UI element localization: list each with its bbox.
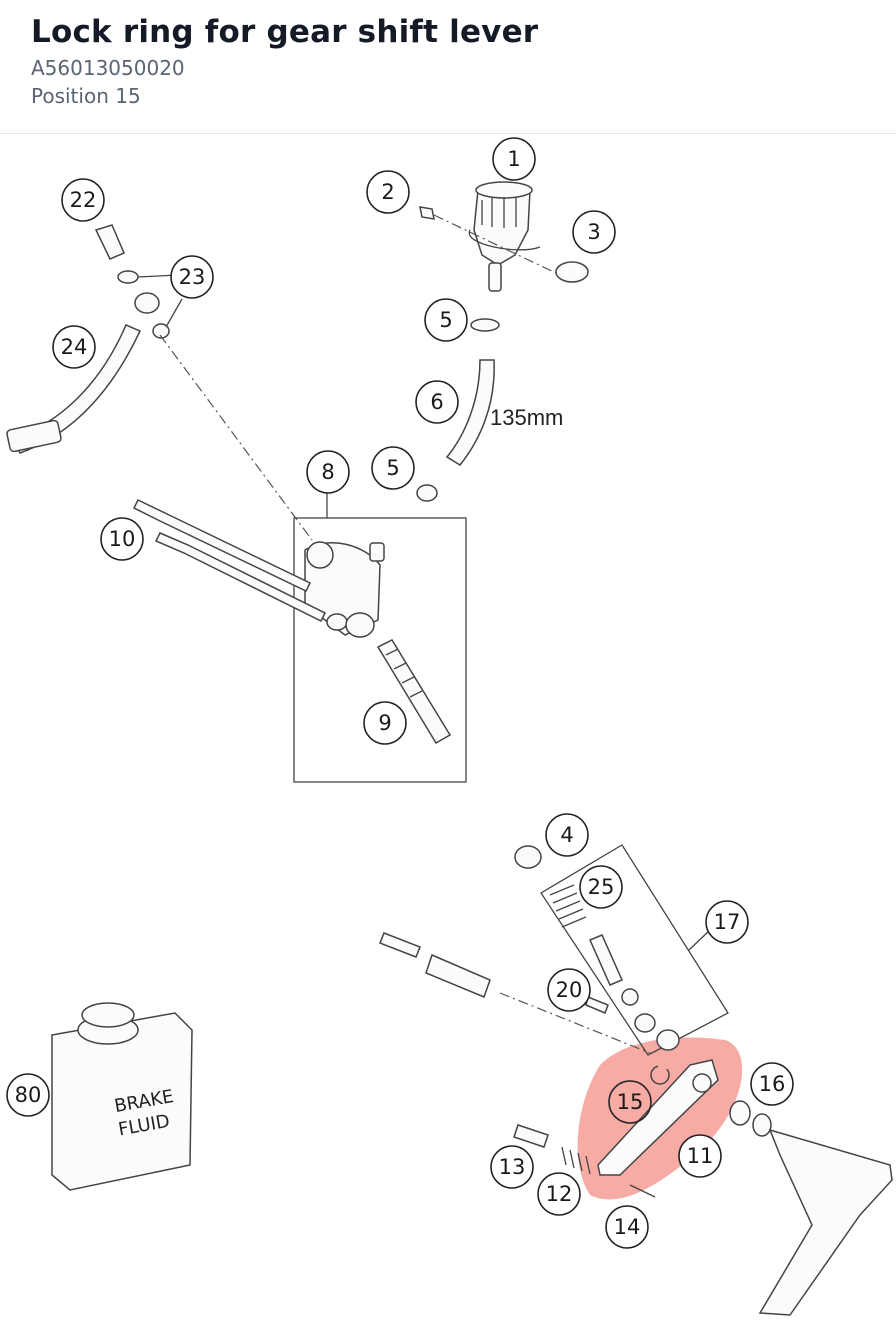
callout-6: 6 xyxy=(415,380,459,424)
position-label: Position 15 xyxy=(31,84,141,108)
reservoir-assembly xyxy=(419,181,589,332)
callout-5a: 5 xyxy=(424,298,468,342)
callout-13: 13 xyxy=(490,1145,534,1189)
brake-fluid-bottle: BRAKE FLUID xyxy=(51,1002,193,1191)
svg-text:4: 4 xyxy=(560,823,573,847)
svg-text:17: 17 xyxy=(714,910,741,934)
exploded-parts-diagram: 135mm xyxy=(6,137,893,1316)
callout-80: 80 xyxy=(6,1073,50,1117)
callout-10: 10 xyxy=(100,517,144,561)
part-number: A56013050020 xyxy=(31,56,185,80)
svg-text:20: 20 xyxy=(556,978,583,1002)
callout-11: 11 xyxy=(678,1134,722,1178)
bolts-10 xyxy=(132,499,327,623)
svg-text:13: 13 xyxy=(499,1155,526,1179)
page-header: Lock ring for gear shift lever A56013050… xyxy=(0,0,896,134)
hose-length-label: 135mm xyxy=(490,405,563,430)
svg-text:2: 2 xyxy=(381,180,394,204)
callout-8: 8 xyxy=(306,450,350,494)
svg-text:23: 23 xyxy=(179,265,206,289)
callout-25: 25 xyxy=(579,865,623,909)
svg-text:1: 1 xyxy=(507,147,520,171)
footrest-bracket xyxy=(758,1128,893,1316)
svg-text:16: 16 xyxy=(759,1072,786,1096)
svg-text:14: 14 xyxy=(614,1215,641,1239)
svg-text:11: 11 xyxy=(687,1144,714,1168)
callout-16: 16 xyxy=(750,1062,794,1106)
callout-2: 2 xyxy=(366,170,410,214)
callout-24: 24 xyxy=(52,325,96,369)
kit-frame-17 xyxy=(540,844,729,1056)
brake-line-assembly xyxy=(6,224,313,541)
callout-12: 12 xyxy=(537,1172,581,1216)
master-cylinder xyxy=(304,541,385,638)
svg-text:9: 9 xyxy=(378,711,391,735)
svg-text:15: 15 xyxy=(617,1090,644,1114)
screw-14 xyxy=(629,1184,656,1198)
spring-25 xyxy=(549,884,623,986)
shift-lever-11 xyxy=(597,1059,719,1176)
callout-5b: 5 xyxy=(371,446,415,490)
svg-text:12: 12 xyxy=(546,1182,573,1206)
callout-4: 4 xyxy=(545,813,589,857)
svg-text:3: 3 xyxy=(587,220,600,244)
spring-12 xyxy=(561,1146,591,1175)
svg-text:6: 6 xyxy=(430,390,443,414)
callout-14: 14 xyxy=(605,1205,649,1249)
lock-ring-15 xyxy=(650,1065,670,1085)
callout-22: 22 xyxy=(61,178,105,222)
svg-text:10: 10 xyxy=(109,527,136,551)
cap-4 xyxy=(514,845,542,869)
callout-1: 1 xyxy=(492,137,536,181)
piston-kit-9 xyxy=(376,639,452,745)
svg-text:8: 8 xyxy=(321,460,334,484)
svg-text:22: 22 xyxy=(70,188,97,212)
callout-15: 15 xyxy=(608,1080,652,1124)
pin-13 xyxy=(513,1124,549,1148)
callout-17: 17 xyxy=(705,900,749,944)
callout-23: 23 xyxy=(170,255,214,299)
kit-frame-8 xyxy=(293,517,467,783)
svg-text:5: 5 xyxy=(439,308,452,332)
callout-9: 9 xyxy=(363,701,407,745)
svg-text:80: 80 xyxy=(15,1083,42,1107)
svg-text:5: 5 xyxy=(386,456,399,480)
page-title: Lock ring for gear shift lever xyxy=(31,14,539,50)
svg-text:24: 24 xyxy=(61,335,88,359)
breather-hose xyxy=(445,359,495,466)
svg-text:25: 25 xyxy=(588,875,615,899)
callout-20: 20 xyxy=(547,968,591,1012)
callout-3: 3 xyxy=(572,210,616,254)
shift-rod xyxy=(379,932,680,1054)
